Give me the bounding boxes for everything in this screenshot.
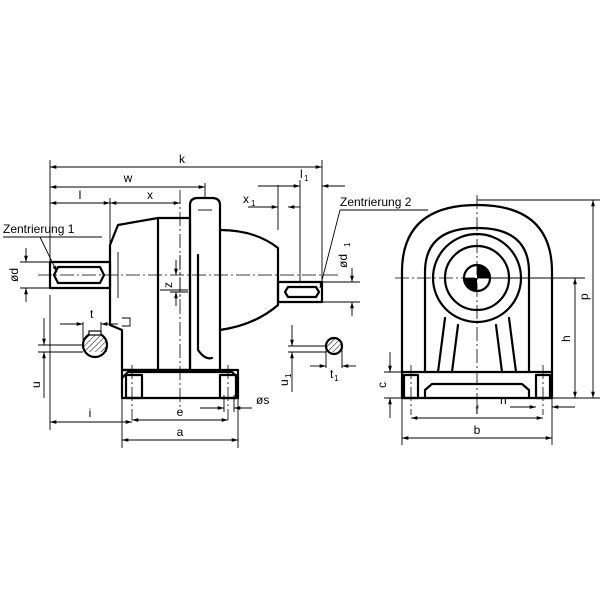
dimensions: k w l x x 1 l 1 Zentrierung 1 Zentrierun…: [3, 152, 600, 448]
dim-d1-sub: 1: [343, 242, 352, 247]
dim-i: i: [89, 406, 92, 420]
side-view: [38, 190, 344, 420]
dim-w: w: [123, 171, 133, 185]
dim-l1-sub: 1: [304, 174, 309, 183]
dim-f: f: [475, 403, 479, 417]
dim-l1: l: [300, 167, 303, 181]
dim-l: l: [79, 188, 82, 202]
dim-z: z: [161, 282, 175, 288]
dim-u1: u: [277, 379, 291, 386]
dim-u: u: [29, 381, 43, 388]
output-shaft: [276, 280, 324, 304]
dim-b: b: [474, 423, 481, 437]
dim-u1-sub: 1: [284, 373, 293, 378]
label-zentrierung-1: Zentrierung 1: [3, 222, 75, 236]
dim-h: h: [559, 335, 573, 342]
dim-a: a: [177, 425, 184, 439]
dim-k: k: [179, 152, 186, 166]
dim-x1-sub: 1: [251, 199, 256, 208]
keyway-section-input: [81, 330, 109, 359]
dim-c: c: [375, 382, 389, 388]
dim-d: ød: [7, 268, 21, 282]
gear-housing: [108, 196, 280, 372]
dim-x1: x: [243, 192, 249, 206]
dim-n: n: [500, 393, 507, 407]
dim-t1: t: [330, 367, 334, 381]
dim-d1: ød: [336, 254, 350, 268]
dim-t: t: [90, 307, 94, 321]
dim-x: x: [147, 188, 153, 202]
dim-p: p: [577, 293, 591, 300]
keyway-section-output: [324, 336, 344, 356]
dim-s: øs: [256, 393, 269, 407]
dim-t1-sub: 1: [334, 374, 339, 383]
label-zentrierung-2: Zentrierung 2: [340, 195, 412, 209]
dim-e: e: [177, 405, 184, 419]
front-view: [395, 195, 560, 415]
